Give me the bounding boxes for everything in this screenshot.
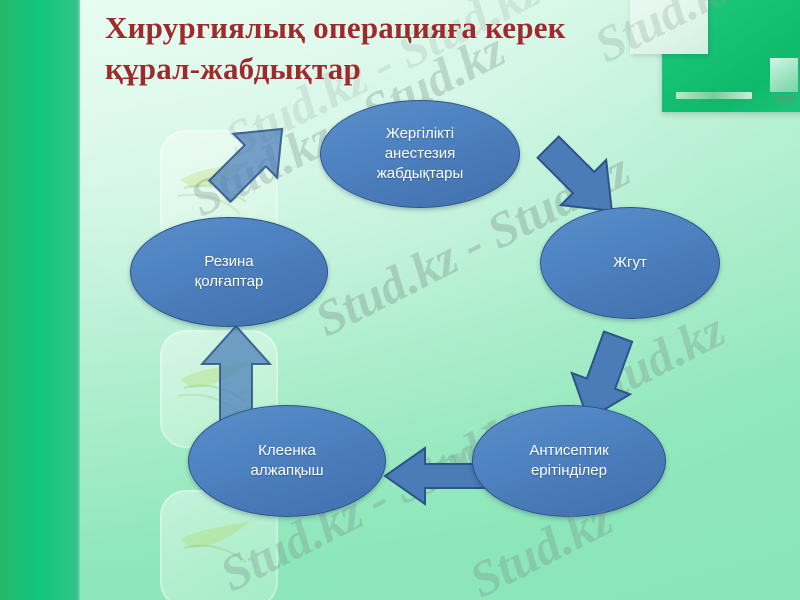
cycle-node-apron[interactable]: Клеенка алжапқыш bbox=[188, 405, 386, 517]
page-title: Хирургиялық операцияға керек құрал-жабды… bbox=[105, 8, 665, 90]
page-title-line-2: құрал-жабдықтар bbox=[105, 50, 361, 86]
cycle-node-tourniquet-line-1: Жгут bbox=[613, 254, 647, 272]
cycle-node-gloves-label: Резина қолғаптар bbox=[195, 252, 264, 292]
up-right-arrow-icon bbox=[207, 127, 284, 204]
cycle-node-tourniquet[interactable]: Жгут bbox=[540, 207, 720, 319]
cycle-node-antiseptic[interactable]: Антисептик ерітінділер bbox=[472, 405, 666, 517]
cycle-node-anesthesia-line-3: жабдықтары bbox=[376, 164, 464, 182]
arrow-tourniquet-to-antiseptic bbox=[548, 328, 658, 428]
cycle-node-tourniquet-label: Жгут bbox=[613, 253, 647, 273]
cycle-node-antiseptic-label: Антисептик ерітінділер bbox=[529, 441, 608, 481]
arrow-gloves-to-anesthesia bbox=[196, 110, 306, 210]
arrow-anesthesia-to-tourniquet bbox=[524, 128, 636, 230]
cycle-node-antiseptic-line-1: Антисептик bbox=[529, 442, 609, 460]
cycle-node-apron-line-2: алжапқыш bbox=[250, 462, 324, 479]
cycle-node-anesthesia-line-1: Жергілікті bbox=[385, 125, 455, 143]
cycle-node-gloves[interactable]: Резина қолғаптар bbox=[130, 217, 328, 327]
cycle-node-anesthesia-label: Жергілікті анестезия жабдықтары bbox=[377, 124, 464, 184]
page-title-line-1: Хирургиялық операцияға керек bbox=[105, 10, 566, 45]
cycle-node-apron-line-1: Клеенка bbox=[258, 442, 316, 460]
cycle-node-apron-label: Клеенка алжапқыш bbox=[251, 441, 324, 481]
down-left-arrow-icon bbox=[570, 330, 634, 421]
down-right-arrow-icon bbox=[536, 135, 613, 212]
corner-photo-strip bbox=[676, 92, 752, 99]
cycle-node-gloves-line-2: қолғаптар bbox=[194, 273, 264, 290]
cycle-node-antiseptic-line-2: ерітінділер bbox=[530, 462, 607, 479]
cycle-node-anesthesia[interactable]: Жергілікті анестезия жабдықтары bbox=[320, 100, 520, 208]
logo-swoosh-icon bbox=[180, 520, 252, 563]
left-green-band bbox=[0, 0, 80, 600]
cycle-node-anesthesia-line-2: анестезия bbox=[384, 145, 456, 163]
corner-white-panel bbox=[630, 0, 708, 54]
corner-photo-chip bbox=[770, 58, 798, 92]
corner-photo-chip-shadow bbox=[775, 96, 795, 102]
cycle-node-gloves-line-1: Резина bbox=[204, 253, 254, 271]
